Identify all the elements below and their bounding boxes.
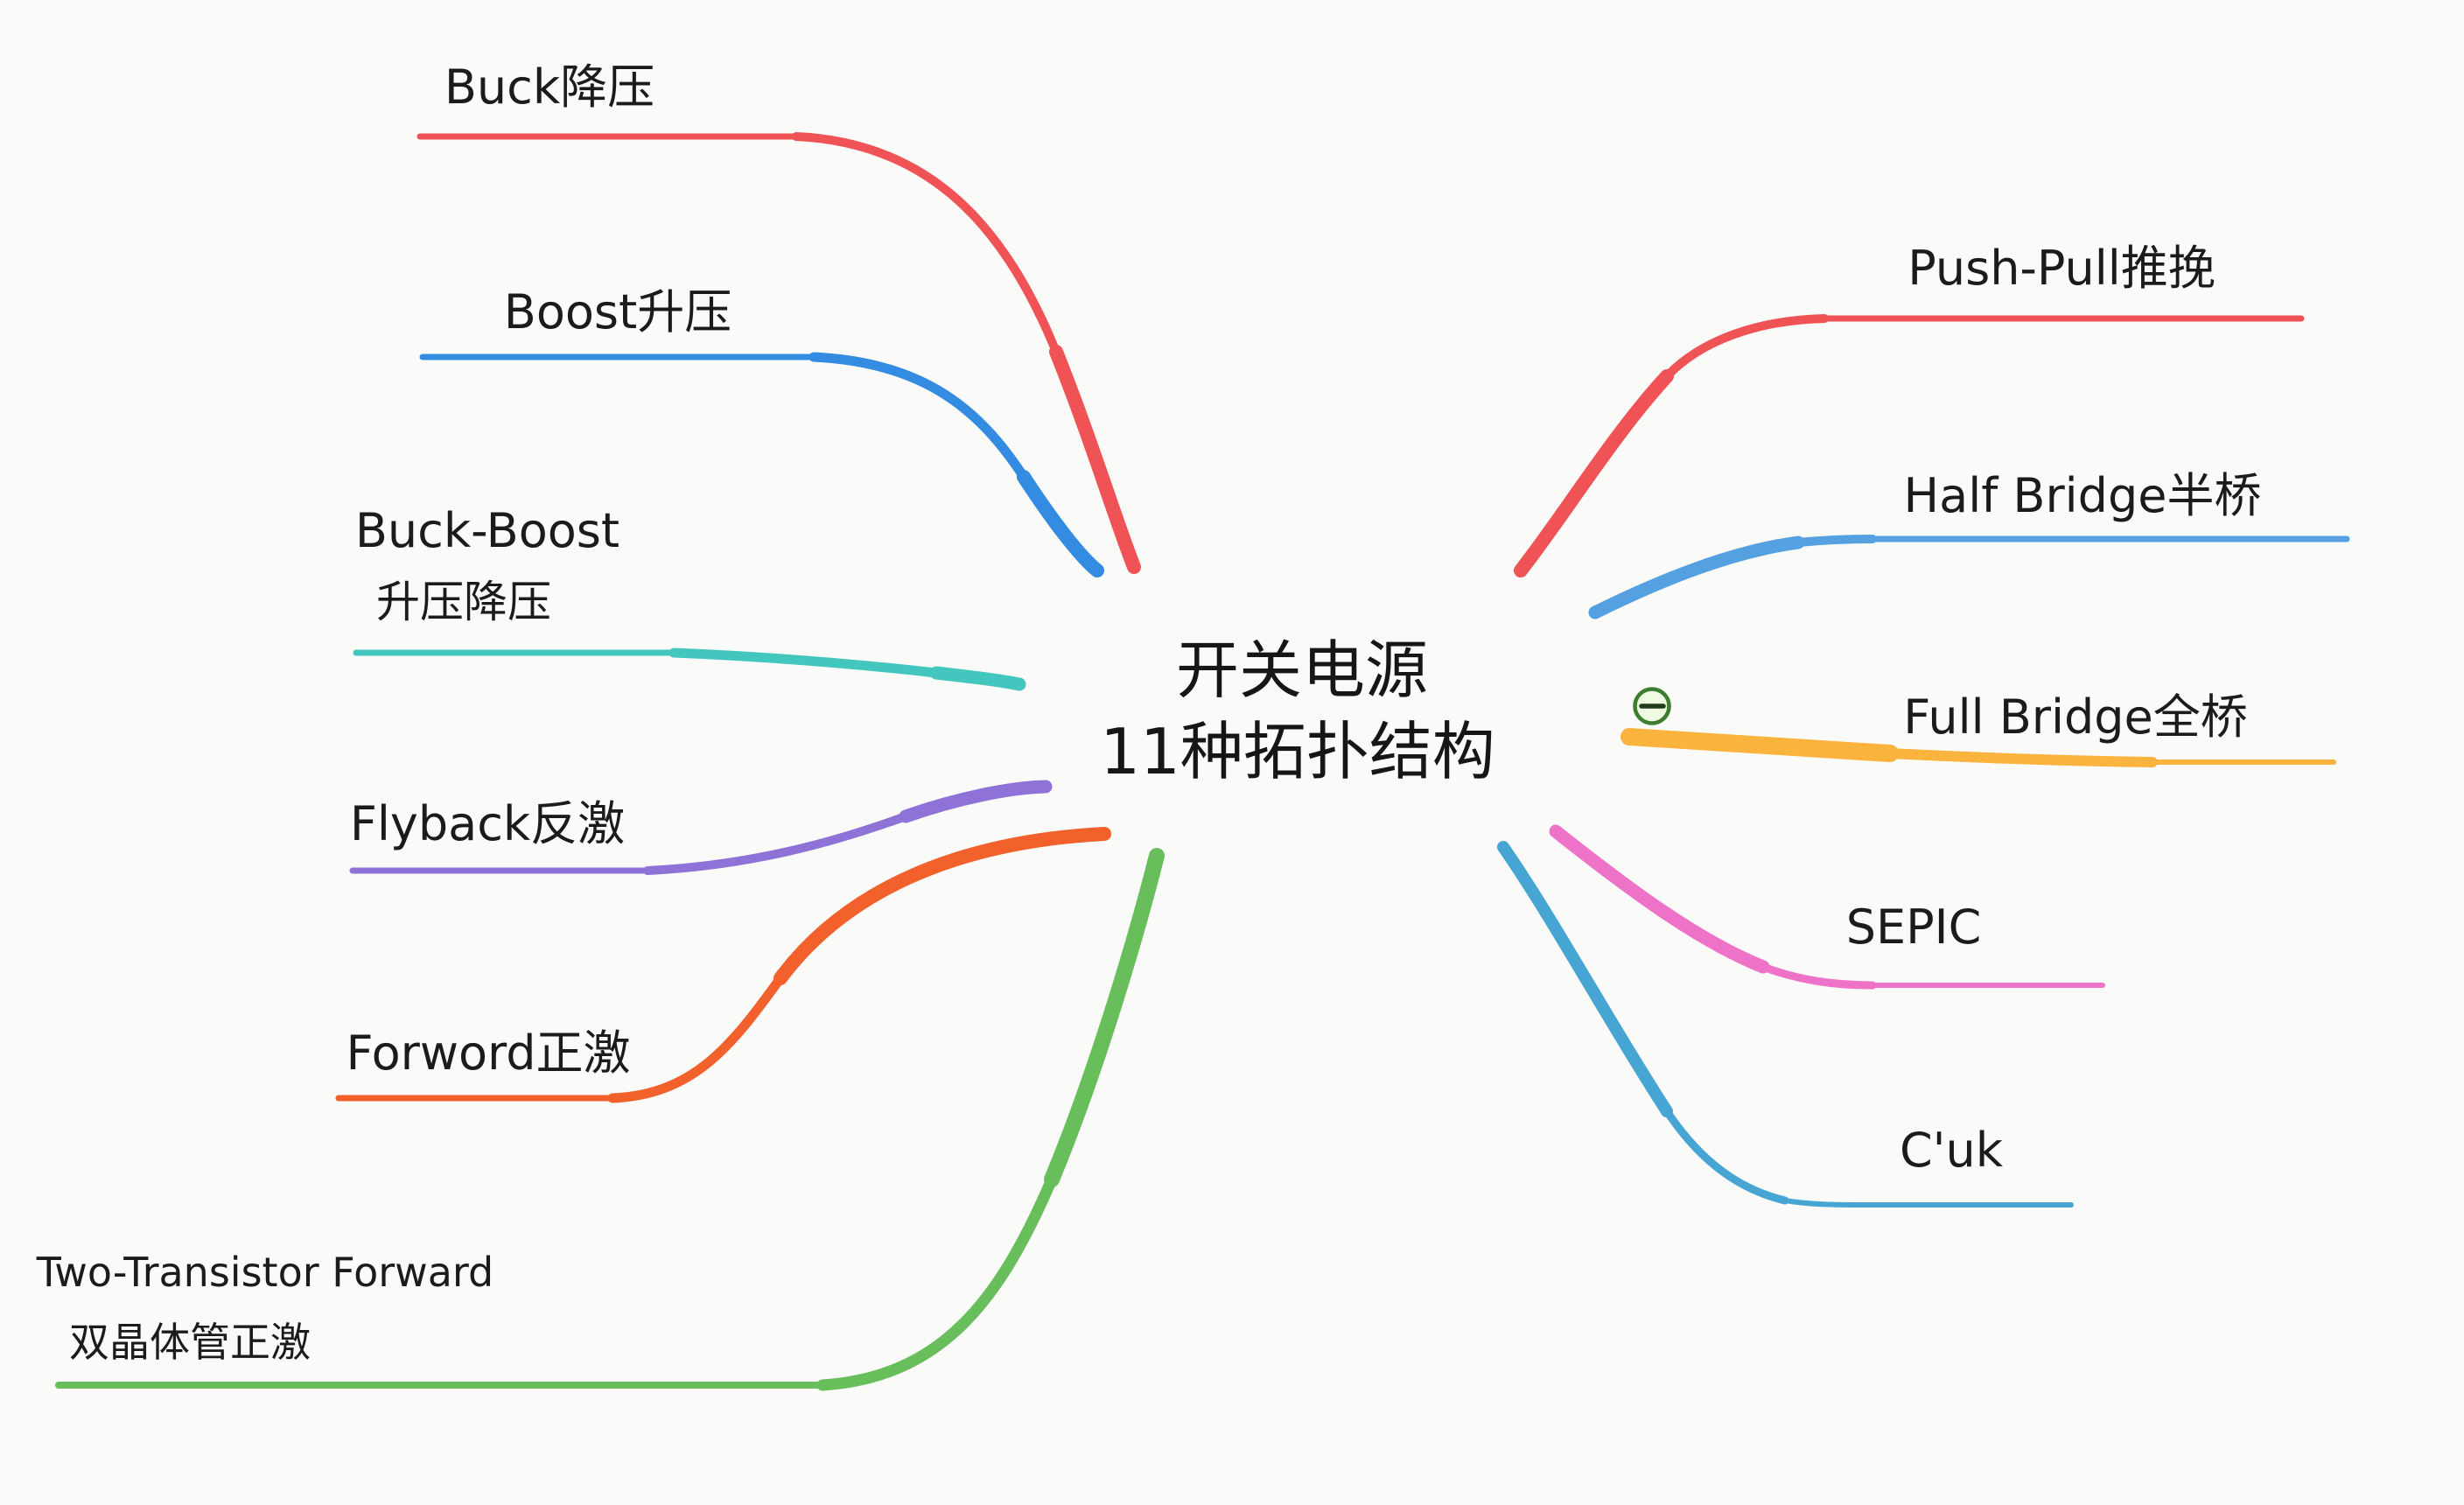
branch-label-buck-boost[interactable]: Buck-Boost: [355, 503, 620, 558]
connector-flyback: [349, 780, 1053, 875]
root-title-line2[interactable]: 11种拓扑结构: [1100, 715, 1495, 788]
connector-segment: [1588, 536, 1805, 620]
connector-segment: [1662, 1107, 1789, 1205]
connector-half-bridge: [1588, 535, 2350, 620]
connector-segment: [1759, 962, 1877, 990]
branch-label-sepic[interactable]: SEPIC: [1846, 900, 1982, 955]
branch-label-buck[interactable]: Buck降压: [444, 60, 654, 115]
branch-label-boost[interactable]: Boost升压: [504, 284, 732, 340]
connector-full-bridge: [1620, 728, 2336, 767]
connector-segment: [1044, 848, 1165, 1187]
connector-segment: [668, 648, 942, 678]
connector-segment: [1049, 345, 1141, 574]
minus-circle-icon[interactable]: [1633, 687, 1671, 725]
connector-segment: [774, 827, 1111, 985]
root-title-line1[interactable]: 开关电源: [1176, 634, 1428, 707]
branch-label-push-pull[interactable]: Push-Pull推挽: [1908, 241, 2216, 296]
branch-label-two-transistor-forward-sub[interactable]: 双晶体管正激: [69, 1319, 311, 1366]
connector-segment: [1782, 1198, 2074, 1208]
branch-label-half-bridge[interactable]: Half Bridge半桥: [1904, 468, 2262, 523]
connector-segment: [1662, 314, 1829, 381]
connector-segment: [1514, 369, 1674, 578]
connector-segment: [1794, 535, 1877, 547]
connector-two-transistor-forward: [55, 848, 1165, 1391]
root-topic[interactable]: 开关电源 11种拓扑结构: [1100, 634, 1495, 788]
connector-segment: [929, 666, 1026, 691]
branch-label-cuk[interactable]: C'uk: [1900, 1123, 2004, 1178]
branch-label-two-transistor-forward[interactable]: Two-Transistor Forward: [36, 1249, 494, 1296]
branch-label-flyback[interactable]: Flyback反激: [350, 796, 625, 851]
connector-segment: [1620, 728, 1899, 762]
connector-segment: [1549, 824, 1770, 974]
connector-buck-boost: [353, 648, 1026, 691]
connector-cuk: [1497, 841, 2074, 1208]
connector-buck: [416, 132, 1141, 574]
branch-label-buck-boost-sub[interactable]: 升压降压: [376, 577, 551, 627]
connector-segment: [1497, 841, 1673, 1117]
connector-segment: [1017, 470, 1104, 578]
connector-segment: [607, 973, 786, 1103]
connector-segment: [808, 352, 1029, 482]
connector-segment: [1885, 748, 2158, 767]
connector-boost: [419, 352, 1104, 578]
connector-segment: [816, 1173, 1058, 1391]
branch-label-forword[interactable]: Forword正激: [346, 1026, 630, 1081]
connector-segment: [899, 780, 1053, 823]
connector-sepic: [1549, 824, 2105, 990]
branch-label-full-bridge[interactable]: Full Bridge全桥: [1903, 690, 2248, 745]
connector-forword: [335, 827, 1111, 1103]
connector-push-pull: [1514, 314, 2305, 578]
connector-segment: [792, 132, 1060, 356]
connector-segment: [643, 812, 910, 875]
